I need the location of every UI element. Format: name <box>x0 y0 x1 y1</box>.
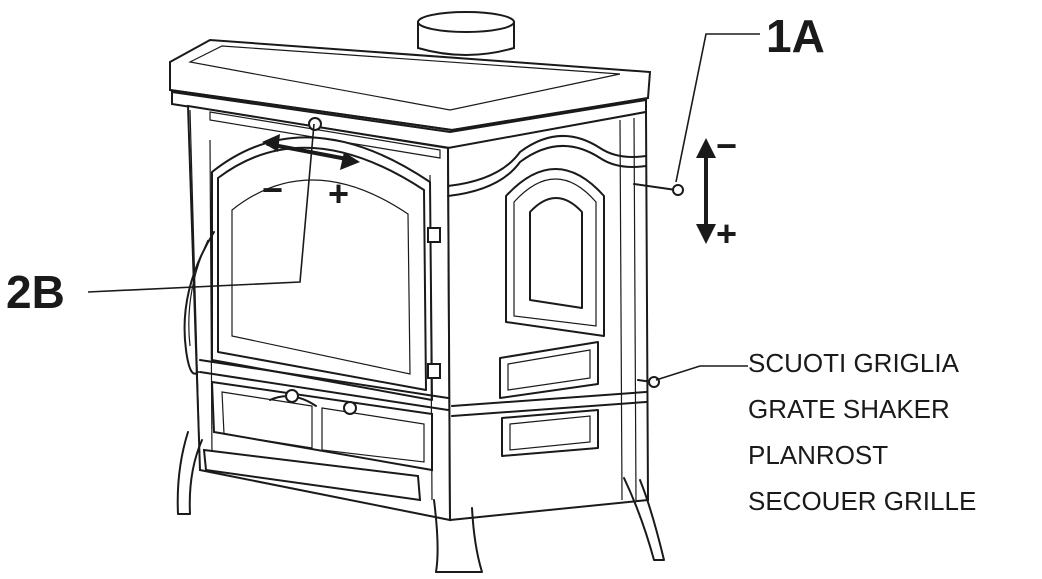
stove-legs <box>176 431 665 573</box>
flue-collar <box>417 11 515 56</box>
damper-minus-label: − <box>262 169 283 210</box>
leader-1a <box>675 33 760 183</box>
stove-side <box>446 110 684 522</box>
grate-shaker-line: SECOUER GRILLE <box>748 486 976 516</box>
stove-front <box>183 104 452 522</box>
lever-plus-label: + <box>716 213 737 254</box>
grate-shaker-line: PLANROST <box>748 440 888 470</box>
leader-grate-shaker <box>655 365 748 381</box>
label-2b: 2B <box>6 266 65 318</box>
leader-2b <box>87 123 315 293</box>
lever-adjust-arrow <box>696 138 716 244</box>
damper-plus-label: + <box>328 173 349 214</box>
grate-shaker-label: SCUOTI GRIGLIA GRATE SHAKER PLANROST SEC… <box>748 348 976 516</box>
grate-shaker-line: SCUOTI GRIGLIA <box>748 348 960 378</box>
grate-shaker-line: GRATE SHAKER <box>748 394 950 424</box>
lever-minus-label: − <box>716 125 737 166</box>
damper-arrow <box>262 117 360 170</box>
label-1a: 1A <box>766 10 825 62</box>
